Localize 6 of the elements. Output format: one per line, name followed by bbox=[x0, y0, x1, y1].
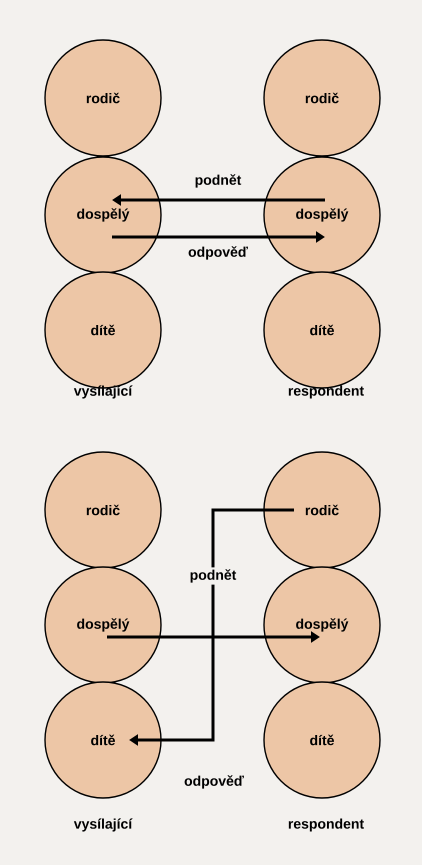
edge-label: odpověď bbox=[186, 244, 250, 262]
role-label: vysílající bbox=[74, 818, 133, 832]
role-label: respondent bbox=[288, 818, 364, 832]
edge-label: podnět bbox=[192, 172, 244, 190]
role-label: odpověď bbox=[184, 775, 244, 789]
edge-label: podnět bbox=[188, 567, 238, 585]
